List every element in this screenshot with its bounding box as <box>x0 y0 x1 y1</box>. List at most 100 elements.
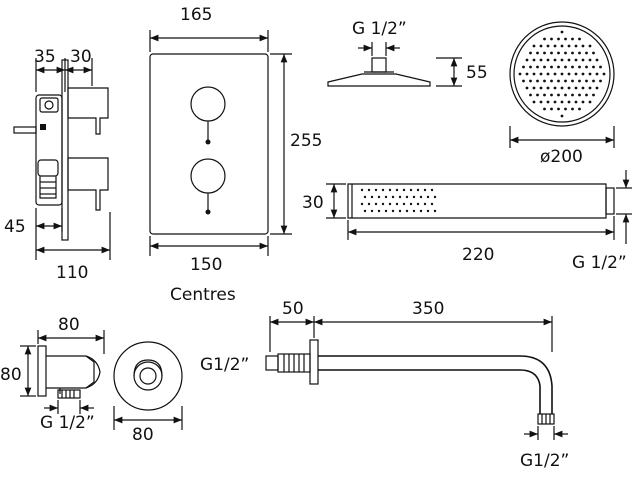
nozzle-dot <box>578 79 581 83</box>
nozzle-dot <box>574 72 578 76</box>
handset-nozzle-dot <box>363 209 367 213</box>
outlet-height: 80 <box>0 365 22 385</box>
nozzle-dot <box>592 79 595 83</box>
handset-nozzle-dot <box>381 188 385 192</box>
nozzle-dot <box>550 37 553 41</box>
nozzle-dot <box>560 114 564 118</box>
handset-nozzle-dot <box>391 209 395 213</box>
nozzle-dot <box>543 37 546 41</box>
handset-nozzle-dot <box>370 209 374 213</box>
nozzle-dot <box>564 107 567 111</box>
nozzle-dot <box>525 86 529 90</box>
nozzle-dot <box>571 107 574 111</box>
nozzle-dot <box>588 72 592 76</box>
shower-head-thread: G 1/2” <box>352 19 407 39</box>
handset-nozzle-dot <box>370 195 374 199</box>
plate-height: 255 <box>290 131 322 151</box>
handset-nozzle-dot <box>381 202 385 206</box>
handset-nozzle-dot <box>360 188 364 192</box>
handset-nozzle-dot <box>398 195 402 199</box>
nozzle-dot <box>522 65 525 69</box>
nozzle-dot <box>574 86 578 90</box>
nozzle-dot <box>553 100 557 104</box>
handset-nozzle-dot <box>377 209 381 213</box>
nozzle-dot <box>522 79 525 83</box>
nozzle-dot <box>553 72 557 76</box>
arm-thread-left: G1/2” <box>200 355 249 375</box>
handset-nozzle-dot <box>395 188 399 192</box>
shower-head-nozzles <box>518 30 606 118</box>
nozzle-dot <box>536 51 539 55</box>
handset-nozzle-dot <box>395 202 399 206</box>
handset-nozzle-dot <box>426 195 430 199</box>
nozzle-dot <box>553 58 557 62</box>
nozzle-dot <box>529 93 532 97</box>
nozzle-dot <box>550 79 553 83</box>
nozzle-dot <box>592 51 595 55</box>
nozzle-dot <box>529 79 532 83</box>
nozzle-dot <box>588 100 592 104</box>
nozzle-dot <box>564 93 567 97</box>
nozzle-dot <box>574 100 578 104</box>
nozzle-dot <box>571 51 574 55</box>
valve-face-plate: 165 255 150 Centres <box>149 5 322 305</box>
nozzle-dot <box>557 37 560 41</box>
shower-arm-side-view: 50 350 G1/2” G1/2” <box>200 299 569 471</box>
handset-nozzle-dot <box>398 209 402 213</box>
nozzle-dot <box>532 100 536 104</box>
nozzle-dot <box>560 100 564 104</box>
nozzle-dot <box>567 58 571 62</box>
nozzle-dot <box>550 107 553 111</box>
nozzle-dot <box>578 93 581 97</box>
nozzle-dot <box>567 86 571 90</box>
nozzle-dot <box>546 58 550 62</box>
nozzle-dot <box>539 72 543 76</box>
handset-nozzle-dot <box>426 209 430 213</box>
outlet-thread: G 1/2” <box>40 413 95 433</box>
arm-flange: 50 <box>282 299 304 319</box>
nozzle-dot <box>553 86 557 90</box>
nozzle-dot <box>578 51 581 55</box>
arm-length: 350 <box>412 299 444 319</box>
nozzle-dot <box>560 58 564 62</box>
handset-nozzle-dot <box>402 202 406 206</box>
nozzle-dot <box>599 65 602 69</box>
nozzle-dot <box>588 58 592 62</box>
nozzle-dot <box>546 100 550 104</box>
nozzle-dot <box>532 44 536 48</box>
handset-nozzle-dot <box>430 202 434 206</box>
valve-depth-total: 110 <box>56 263 88 283</box>
nozzle-dot <box>585 65 588 69</box>
handset-nozzle-dot <box>388 202 392 206</box>
handset-nozzle-dot <box>423 188 427 192</box>
handset-nozzle-dot <box>374 202 378 206</box>
handset-nozzle-dot <box>384 195 388 199</box>
handset-nozzle-dot <box>430 188 434 192</box>
handset-nozzle-dot <box>363 195 367 199</box>
nozzle-dot <box>581 58 585 62</box>
handset-nozzle-dot <box>416 202 420 206</box>
nozzle-dot <box>536 65 539 69</box>
handset-nozzle-dot <box>405 195 409 199</box>
nozzle-dot <box>567 44 571 48</box>
handset-nozzles <box>360 188 437 213</box>
nozzle-dot <box>557 93 560 97</box>
nozzle-dot <box>518 72 522 76</box>
nozzle-dot <box>539 86 543 90</box>
nozzle-dot <box>546 86 550 90</box>
nozzle-dot <box>602 72 606 76</box>
valve-depth-back: 30 <box>70 47 92 67</box>
nozzle-dot <box>543 51 546 55</box>
nozzle-dot <box>574 44 578 48</box>
nozzle-dot <box>525 58 529 62</box>
nozzle-dot <box>539 100 543 104</box>
nozzle-dot <box>585 51 588 55</box>
wall-outlet-face-view: 80 <box>113 341 183 445</box>
nozzle-dot <box>529 65 532 69</box>
nozzle-dot <box>567 100 571 104</box>
nozzle-dot <box>532 58 536 62</box>
nozzle-dot <box>574 58 578 62</box>
nozzle-dot <box>546 44 550 48</box>
valve-side-view: 35 30 45 110 <box>4 47 111 283</box>
handset-nozzle-dot <box>374 188 378 192</box>
